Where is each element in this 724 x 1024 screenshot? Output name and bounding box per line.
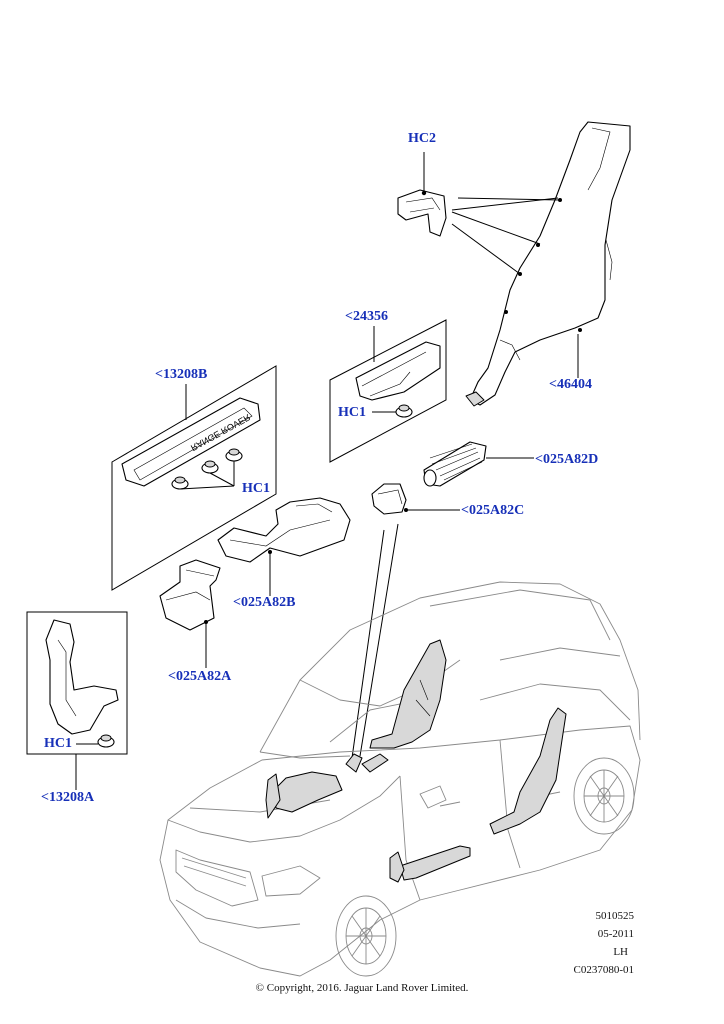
callout-24356[interactable]: <24356 xyxy=(345,309,388,324)
tread-plate-13208b[interactable] xyxy=(121,397,261,487)
sill-trim-13208a[interactable] xyxy=(45,619,119,735)
callout-13208b[interactable]: <13208B xyxy=(155,367,208,382)
callout-hc1-top[interactable]: HC1 xyxy=(338,405,366,420)
duct-025a82d[interactable] xyxy=(423,441,487,487)
copyright-notice: © Copyright, 2016. Jaguar Land Rover Lim… xyxy=(255,982,469,994)
drawing-number: 5010525 xyxy=(595,910,635,922)
hc2-clip[interactable] xyxy=(397,189,447,237)
bracket-025a82a[interactable] xyxy=(159,559,221,631)
callout-025a82d[interactable]: <025A82D xyxy=(535,452,599,467)
callout-025a82a[interactable]: <025A82A xyxy=(168,669,232,684)
drawing-side: LH xyxy=(613,946,628,958)
callout-13208a[interactable]: <13208A xyxy=(41,790,95,805)
hc1-clip-left[interactable] xyxy=(97,734,115,748)
kit-box-13208a xyxy=(26,611,128,755)
hc1-clip-top[interactable] xyxy=(395,404,413,418)
callout-hc2[interactable]: HC2 xyxy=(408,131,436,146)
drawing-reference: C0237080-01 xyxy=(573,964,635,976)
bracket-025a82c[interactable] xyxy=(371,483,407,515)
kit-box-24356 xyxy=(329,319,447,463)
callout-025a82c[interactable]: <025A82C xyxy=(461,503,525,518)
pillar-trim-46404[interactable] xyxy=(465,121,631,407)
kit-box-13208b xyxy=(111,365,277,591)
callout-025a82b[interactable]: <025A82B xyxy=(233,595,296,610)
vehicle-illustration xyxy=(159,581,641,977)
callout-46404[interactable]: <46404 xyxy=(549,377,592,392)
scuff-plate-24356[interactable] xyxy=(355,341,441,401)
callout-hc1-left[interactable]: HC1 xyxy=(44,736,72,751)
installed-parts xyxy=(265,639,567,883)
drawing-date: 05-2011 xyxy=(597,928,634,940)
panel-025a82b[interactable] xyxy=(217,497,351,563)
callout-hc1-mid[interactable]: HC1 xyxy=(242,481,270,496)
